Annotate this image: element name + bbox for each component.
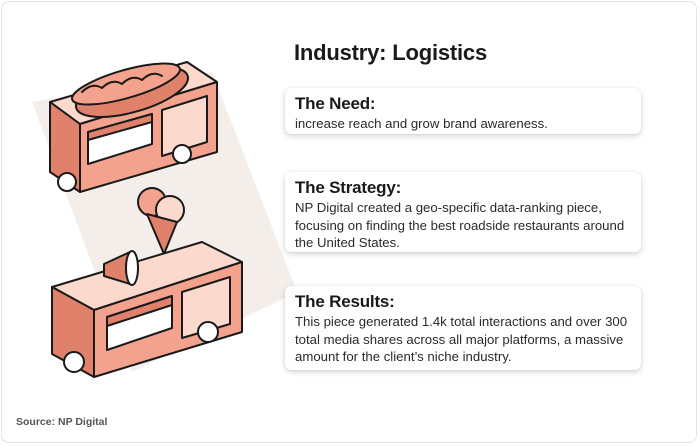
source-credit: Source: NP Digital — [16, 416, 108, 428]
food-trucks-illustration — [32, 61, 297, 378]
hotdog-icon — [71, 62, 190, 119]
results-text: This piece generated 1.4k total interact… — [295, 314, 628, 364]
need-heading: The Need: — [295, 94, 376, 113]
results-heading: The Results: — [295, 292, 395, 311]
results-card: The Results: This piece generated 1.4k t… — [285, 286, 641, 370]
megaphone-icon — [103, 250, 139, 286]
need-text: increase reach and grow brand awareness. — [295, 116, 548, 131]
ice-cream-icon — [137, 187, 185, 255]
strategy-card: The Strategy: NP Digital created a geo-s… — [285, 172, 641, 252]
strategy-heading: The Strategy: — [295, 178, 402, 197]
food-truck-icon — [51, 241, 243, 378]
page-title: Industry: Logistics — [294, 40, 487, 65]
strategy-text: NP Digital created a geo-specific data-r… — [295, 200, 625, 250]
need-card: The Need: increase reach and grow brand … — [285, 88, 641, 134]
